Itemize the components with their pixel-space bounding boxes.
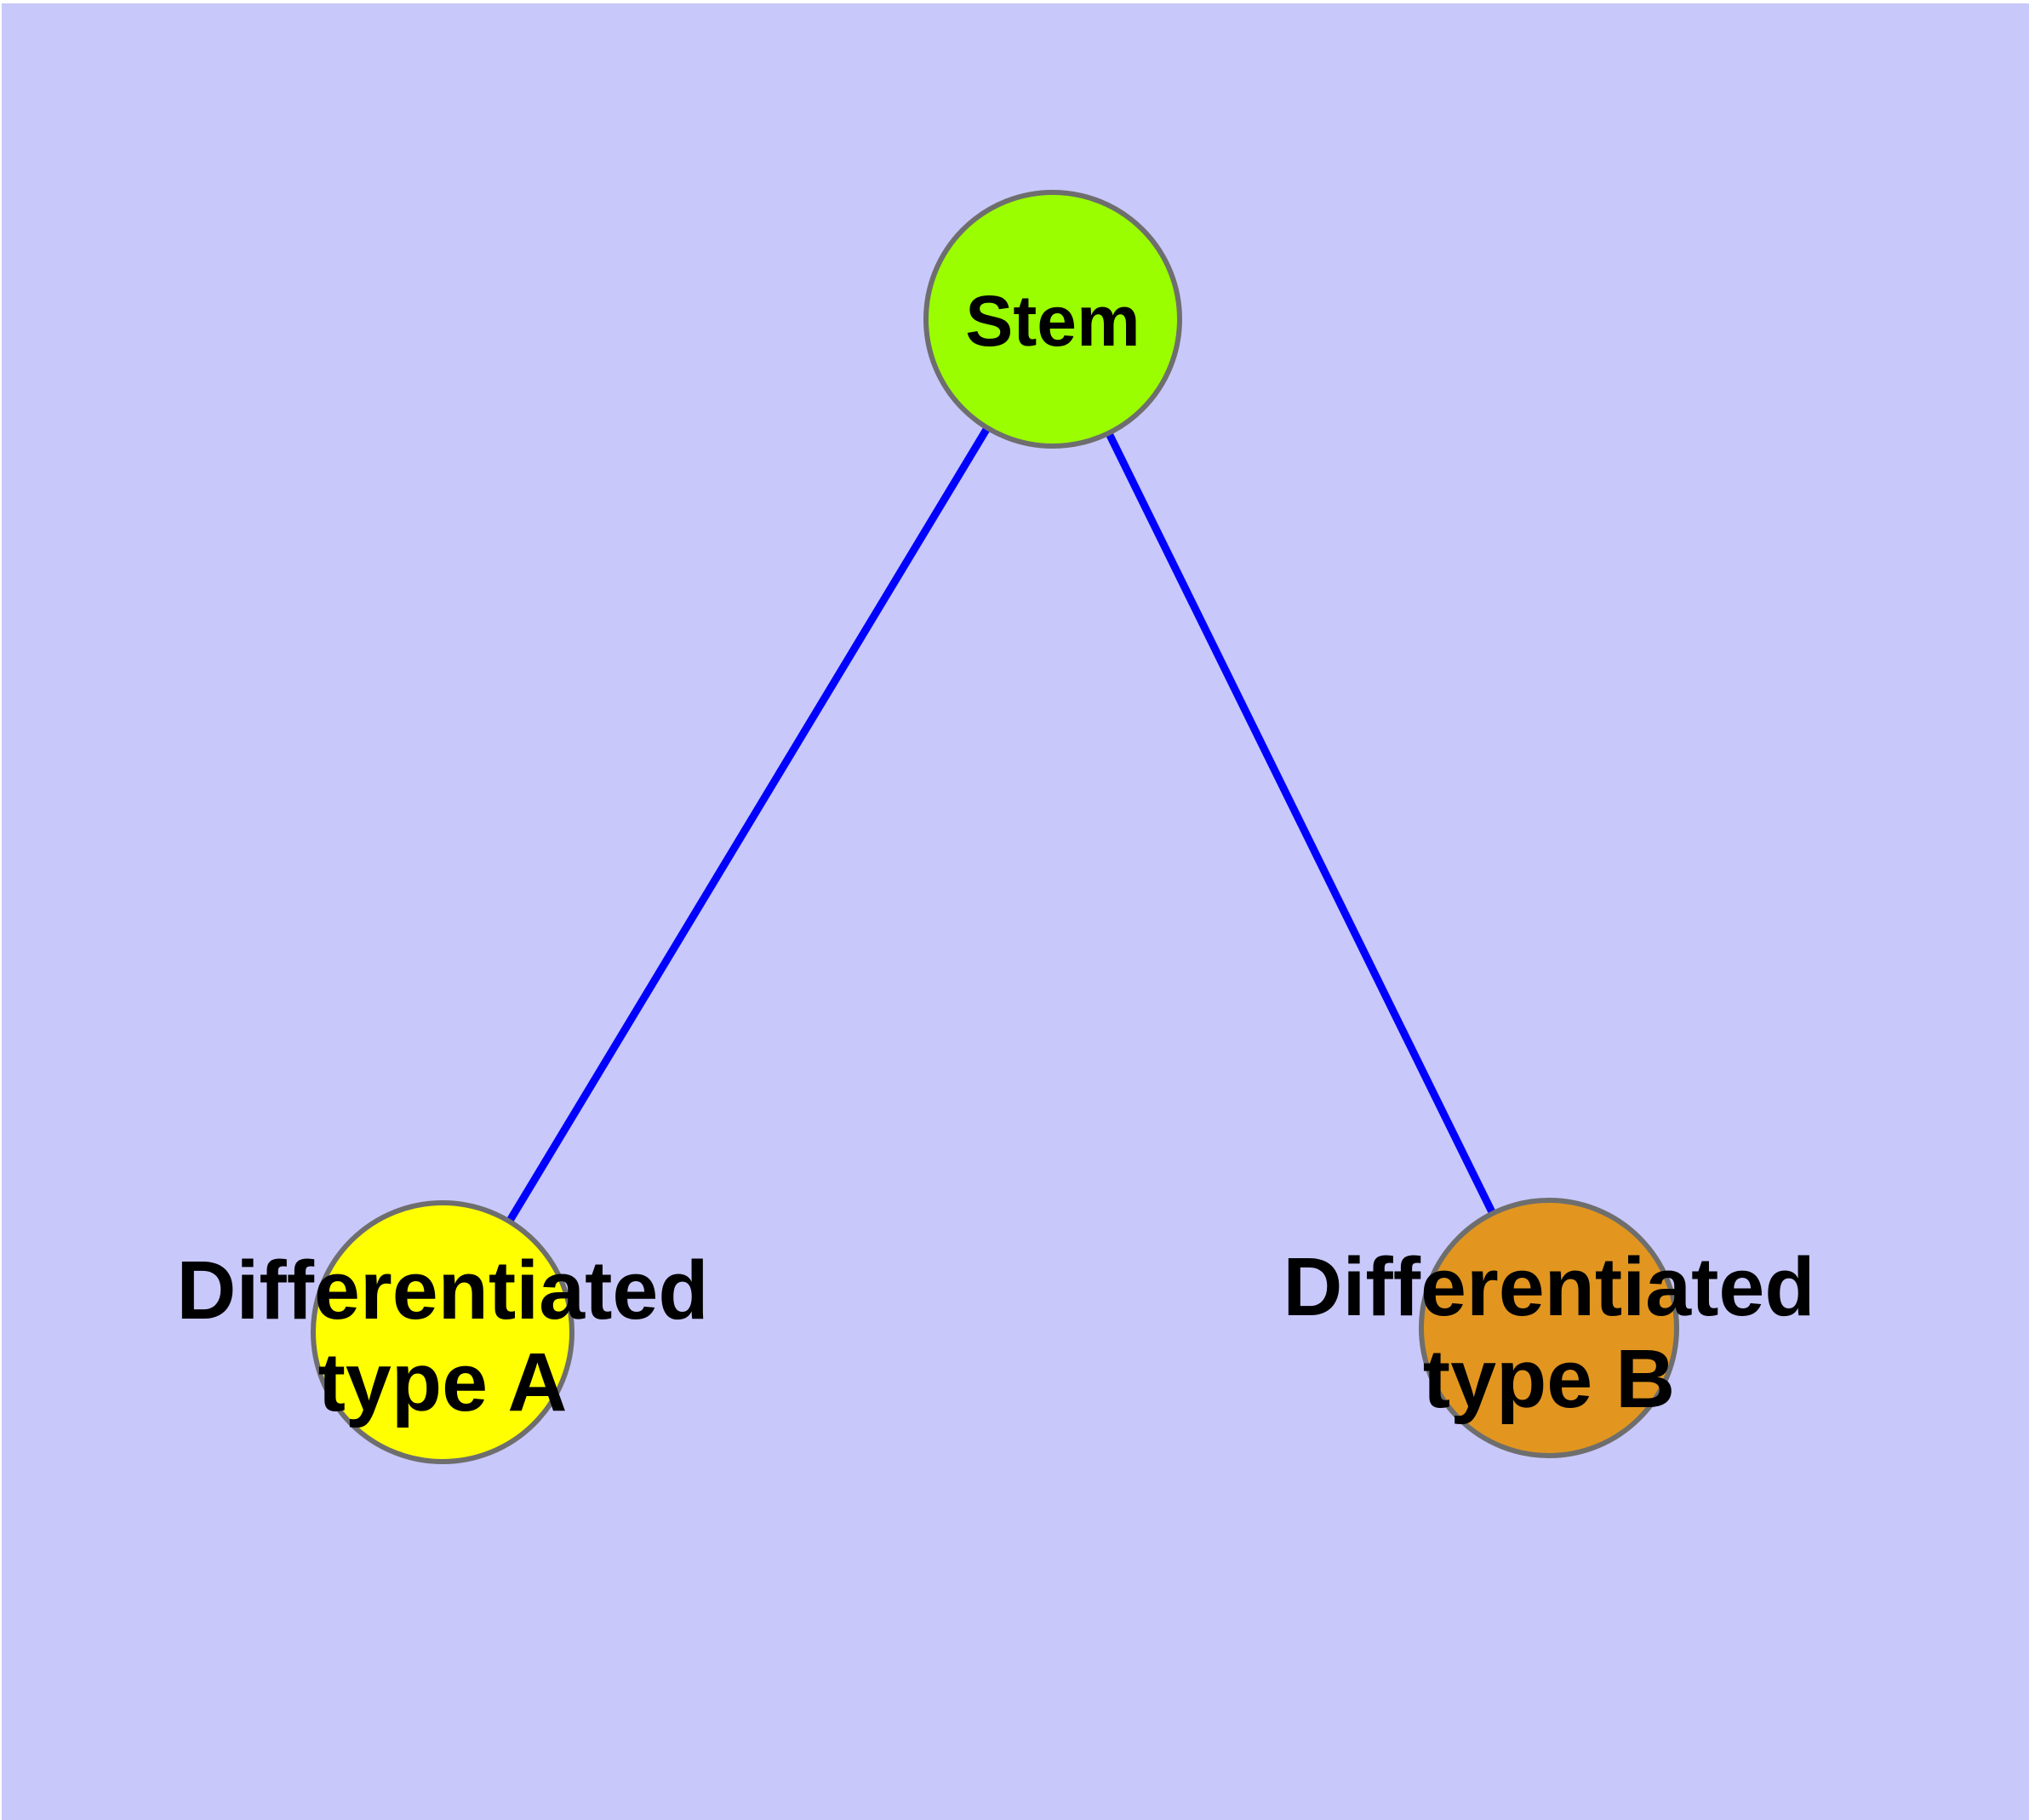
type-b-node-label: Differentiated type B [1283, 1241, 1815, 1425]
stem-node-label: Stem [965, 285, 1140, 357]
edge-stem-to-type-a [439, 317, 1056, 1335]
type-b-label-line2: type B [1422, 1332, 1676, 1425]
type-a-label-line2: type A [317, 1336, 568, 1428]
type-a-node-label: Differentiated type A [176, 1245, 708, 1428]
type-a-label-line1: Differentiated [176, 1244, 709, 1336]
stem-node-label-text: Stem [965, 281, 1140, 361]
edge-stem-to-type-b [1049, 318, 1553, 1330]
type-b-node [1419, 1198, 1679, 1458]
type-b-label-line1: Differentiated [1283, 1240, 1815, 1333]
type-a-node [311, 1200, 574, 1464]
stem-node [923, 190, 1182, 449]
